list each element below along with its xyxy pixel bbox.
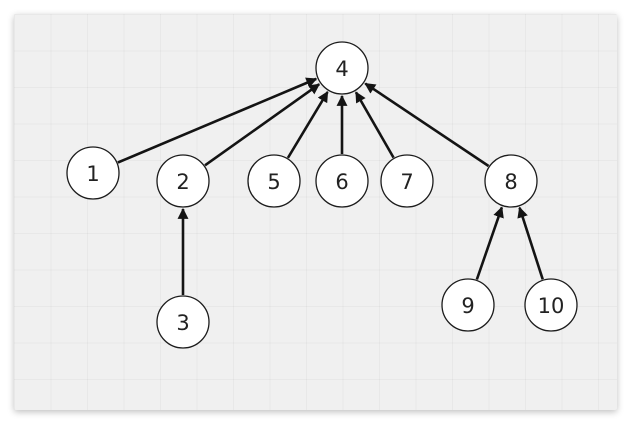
edge-8-to-4 <box>364 82 490 168</box>
node-1-circle <box>66 146 120 200</box>
node-2-label: 2 <box>176 170 189 194</box>
node-3[interactable]: 3 <box>156 295 210 349</box>
node-9-circle <box>441 278 495 332</box>
node-1-label: 1 <box>86 162 99 186</box>
node-4-label: 4 <box>335 57 348 81</box>
edges-layer <box>117 77 544 295</box>
nodes-layer: 4 1 2 5 6 7 8 3 9 10 <box>66 41 578 349</box>
node-7-label: 7 <box>400 170 413 194</box>
edge-10-to-8 <box>517 206 544 280</box>
node-10[interactable]: 10 <box>524 278 578 332</box>
node-8-label: 8 <box>504 170 517 194</box>
node-2[interactable]: 2 <box>156 154 210 208</box>
node-8-circle <box>484 154 538 208</box>
edge-1-to-4 <box>117 77 318 164</box>
node-6-label: 6 <box>335 170 348 194</box>
node-5-circle <box>247 154 301 208</box>
node-10-label: 10 <box>538 294 565 318</box>
edge-7-to-4 <box>354 91 395 159</box>
node-10-circle <box>524 278 578 332</box>
edge-2-to-4 <box>204 83 321 167</box>
node-9[interactable]: 9 <box>441 278 495 332</box>
node-4-circle <box>315 41 369 95</box>
edge-5-to-4 <box>286 91 329 159</box>
node-3-circle <box>156 295 210 349</box>
node-6-circle <box>315 154 369 208</box>
node-2-circle <box>156 154 210 208</box>
node-7[interactable]: 7 <box>380 154 434 208</box>
node-6[interactable]: 6 <box>315 154 369 208</box>
node-9-label: 9 <box>461 294 474 318</box>
node-5-label: 5 <box>267 170 280 194</box>
node-1[interactable]: 1 <box>66 146 120 200</box>
node-7-circle <box>380 154 434 208</box>
node-4[interactable]: 4 <box>315 41 369 95</box>
edge-9-to-8 <box>475 206 504 280</box>
node-5[interactable]: 5 <box>247 154 301 208</box>
node-8[interactable]: 8 <box>484 154 538 208</box>
node-3-label: 3 <box>176 311 189 335</box>
